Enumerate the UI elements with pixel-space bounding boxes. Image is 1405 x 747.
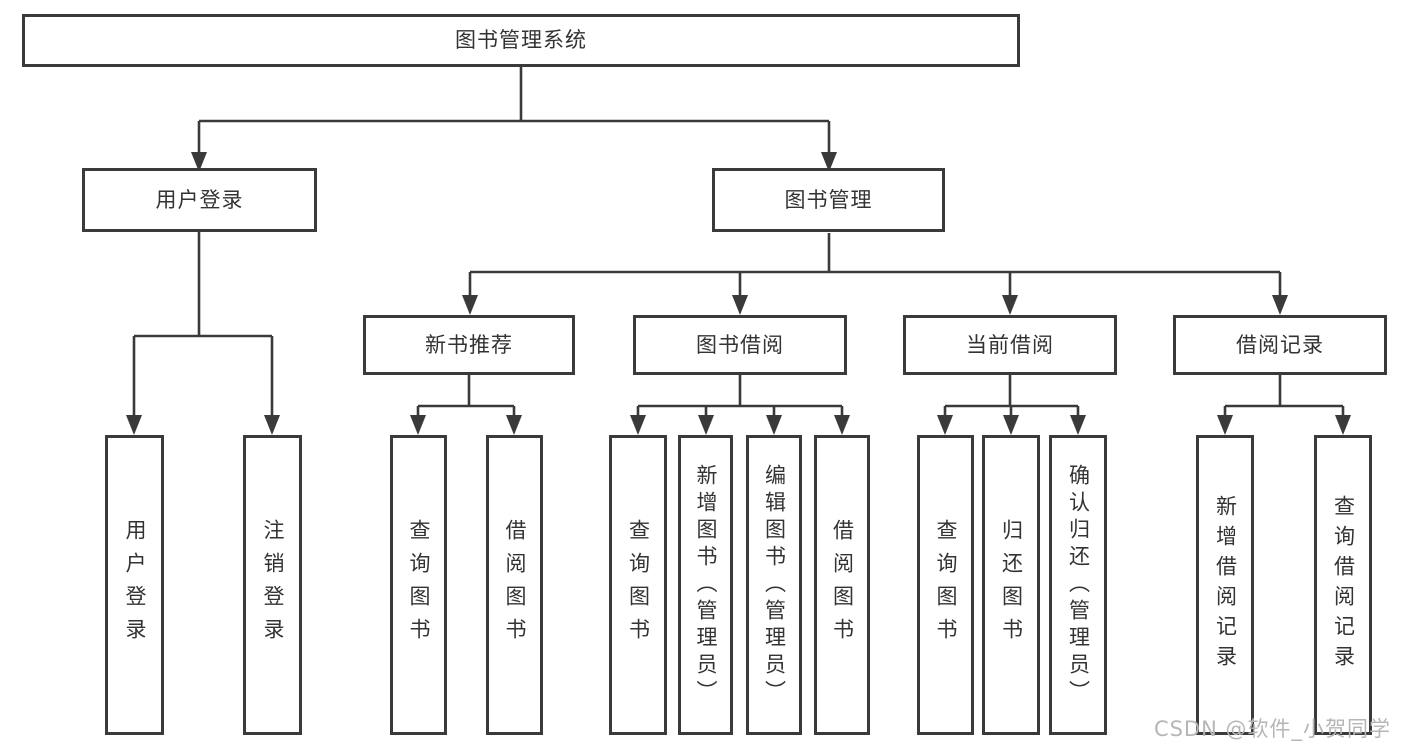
node-label: 图书管理 [784, 187, 873, 212]
leaf-edit-book-admin: 编辑图书（管理员） [746, 435, 802, 735]
leaf-borrow-books: 借阅图书 [486, 435, 543, 735]
node-book-borrow: 图书借阅 [633, 315, 847, 375]
node-label: 当前借阅 [966, 332, 1054, 357]
node-user-login: 用户登录 [82, 168, 317, 232]
node-library-management-system: 图书管理系统 [22, 14, 1020, 67]
node-label: 借阅记录 [1236, 332, 1324, 357]
leaf-query-books: 查询图书 [390, 435, 447, 735]
leaf-add-book-admin: 新增图书（管理员） [678, 435, 733, 735]
node-label: 借阅图书 [830, 519, 855, 651]
node-label: 新书推荐 [425, 332, 513, 357]
watermark: CSDN @软件_小贺同学 [1153, 717, 1391, 741]
node-label: 新增借阅记录 [1213, 495, 1238, 675]
node-label: 图书借阅 [696, 332, 784, 357]
leaf-borrow-books: 借阅图书 [814, 435, 870, 735]
leaf-user-login: 用户登录 [105, 435, 164, 735]
node-label: 图书管理系统 [455, 28, 587, 52]
node-label: 确认归还（管理员） [1066, 463, 1091, 707]
node-current-borrow: 当前借阅 [903, 315, 1117, 375]
node-label: 新增图书（管理员） [694, 463, 718, 707]
node-label: 查询借阅记录 [1331, 495, 1356, 675]
leaf-add-borrow-record: 新增借阅记录 [1196, 435, 1254, 735]
leaf-logout-login: 注销登录 [243, 435, 302, 735]
node-label: 用户登录 [123, 519, 147, 651]
node-label: 用户登录 [155, 187, 244, 212]
node-label: 归还图书 [999, 519, 1024, 651]
node-borrow-records: 借阅记录 [1173, 315, 1387, 375]
node-label: 注销登录 [261, 519, 285, 651]
node-label: 查询图书 [626, 519, 651, 651]
node-new-book-recommend: 新书推荐 [363, 315, 575, 375]
node-label: 编辑图书（管理员） [762, 463, 787, 707]
leaf-return-books: 归还图书 [982, 435, 1040, 735]
node-book-management: 图书管理 [712, 168, 945, 232]
node-label: 借阅图书 [503, 519, 527, 651]
leaf-query-borrow-record: 查询借阅记录 [1314, 435, 1372, 735]
leaf-confirm-return-admin: 确认归还（管理员） [1049, 435, 1107, 735]
leaf-query-books: 查询图书 [609, 435, 667, 735]
node-label: 查询图书 [934, 519, 958, 651]
leaf-query-books: 查询图书 [917, 435, 974, 735]
node-label: 查询图书 [407, 519, 431, 651]
